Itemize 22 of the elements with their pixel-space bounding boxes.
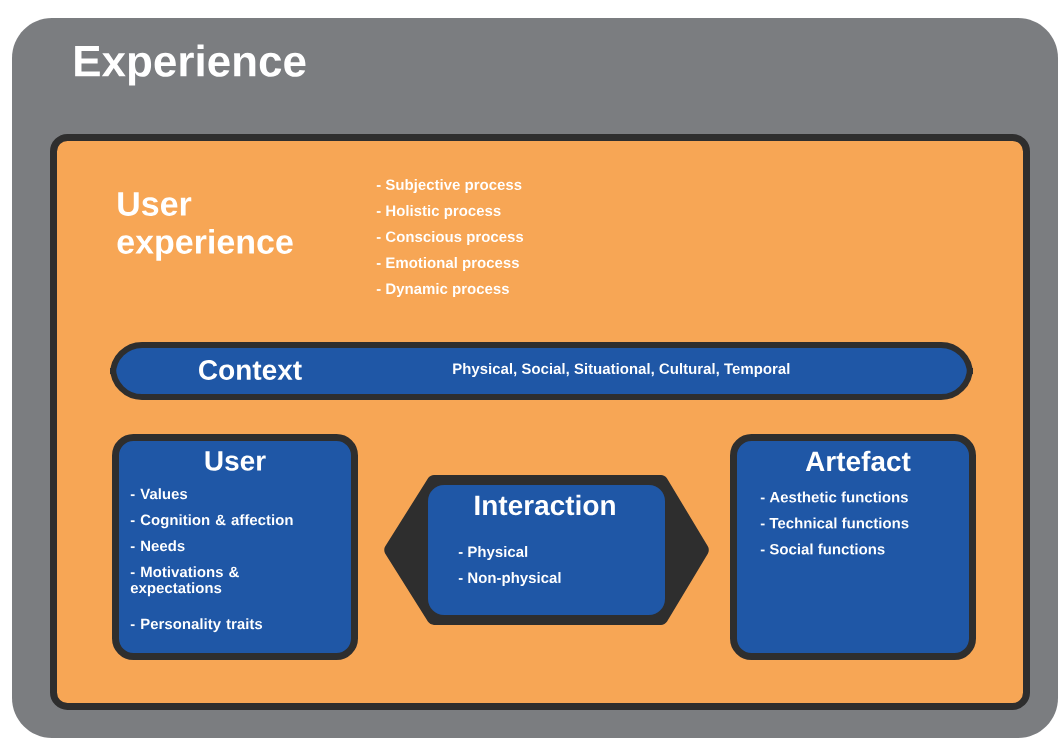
heading: Context (199, 360, 302, 380)
bullet-item: - Conscious process (376, 231, 524, 245)
bullet-item: - Social functions (760, 543, 885, 555)
bullet-item: - Non-physical (458, 572, 561, 586)
heading: Artefact (805, 450, 911, 472)
bullet-item: - Subjective process (376, 179, 522, 193)
bullet-item: - Aesthetic functions (760, 491, 908, 503)
bullet-item: - Technical functions (760, 517, 909, 529)
bullet-item: - Cognition & affection (130, 514, 293, 529)
heading: User experience (117, 192, 293, 261)
bullet-item: - Values (130, 488, 188, 500)
bullet-item: - Dynamic process (376, 283, 509, 297)
bullet-item: - Personality traits (130, 618, 263, 633)
heading: Interaction (475, 494, 615, 516)
bullet-item: - Emotional process (376, 257, 519, 271)
title: Experience (75, 44, 306, 86)
heading: User (205, 451, 266, 471)
context-list: Physical, Social, Situational, Cultural, Temporal (453, 363, 790, 377)
bullet-item: - Needs (130, 540, 185, 552)
bullet-item: - Physical (458, 546, 528, 560)
bullet-item: - Motivations & expectations (130, 566, 239, 597)
bullet-item: - Holistic process (376, 205, 501, 219)
